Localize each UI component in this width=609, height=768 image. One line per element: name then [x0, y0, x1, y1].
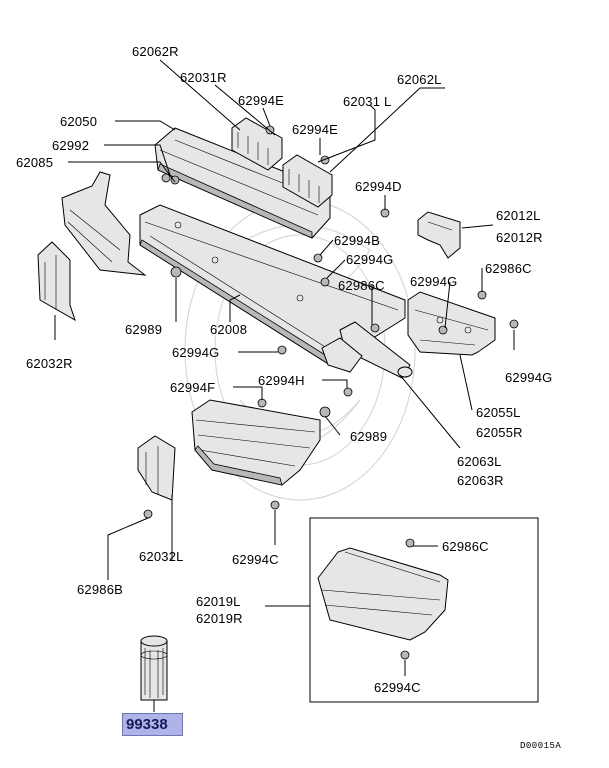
label-62994G-a: 62994G — [346, 252, 394, 267]
inset-frame — [309, 517, 539, 703]
reinforcement-bar-62050 — [154, 127, 331, 239]
touch-up-paint-99338 — [140, 635, 168, 701]
corner-piece-62032L — [137, 435, 176, 501]
label-62062R: 62062R — [132, 44, 179, 59]
label-62994H: 62994H — [258, 373, 305, 388]
label-62050: 62050 — [60, 114, 98, 129]
label-62055L: 62055L — [476, 405, 521, 420]
label-62085: 62085 — [16, 155, 54, 170]
bumper-face — [191, 399, 321, 486]
label-62032L: 62032L — [139, 549, 184, 564]
label-62019L: 62019L — [196, 594, 241, 609]
label-62063R: 62063R — [457, 473, 504, 488]
corner-piece-62032R — [37, 241, 76, 322]
label-62063L: 62063L — [457, 454, 502, 469]
label-62994G-c: 62994G — [172, 345, 220, 360]
label-62019R: 62019R — [196, 611, 243, 626]
bumper-62019 — [317, 538, 449, 660]
bumper-beam-62008 — [139, 204, 406, 366]
part-number-99338-link[interactable]: 99338 — [122, 713, 183, 736]
label-62031L: 62031 L — [343, 94, 392, 109]
label-62031R: 62031R — [180, 70, 227, 85]
bracket-62012 — [417, 211, 461, 259]
label-62986C-a: 62986C — [485, 261, 532, 276]
diagram-code: D00015A — [520, 741, 562, 751]
bracket-62031L — [282, 154, 333, 208]
stay-tube-62063 — [321, 321, 413, 379]
label-62986C-c: 62986C — [442, 539, 489, 554]
label-62012L: 62012L — [496, 208, 541, 223]
label-62989-a: 62989 — [125, 322, 163, 337]
label-62994E-a: 62994E — [238, 93, 285, 108]
label-62994B: 62994B — [334, 233, 381, 248]
leader-lines — [54, 59, 515, 712]
fasteners — [143, 125, 519, 519]
label-62994C-b: 62994C — [374, 680, 421, 695]
label-62989-b: 62989 — [350, 429, 388, 444]
label-62008: 62008 — [210, 322, 248, 337]
side-cover-62085 — [61, 171, 147, 276]
label-62062L: 62062L — [397, 72, 442, 87]
label-62012R: 62012R — [496, 230, 543, 245]
label-62994G-b: 62994G — [410, 274, 458, 289]
label-62994G-d: 62994G — [505, 370, 553, 385]
label-62994D: 62994D — [355, 179, 402, 194]
label-62992: 62992 — [52, 138, 90, 153]
bracket-62055 — [407, 291, 496, 356]
label-62032R: 62032R — [26, 356, 73, 371]
label-62055R: 62055R — [476, 425, 523, 440]
label-62994E-b: 62994E — [292, 122, 339, 137]
label-62994C-a: 62994C — [232, 552, 279, 567]
bracket-62031R — [231, 117, 283, 171]
label-62986B: 62986B — [77, 582, 124, 597]
label-62994F: 62994F — [170, 380, 216, 395]
label-62986C-b: 62986C — [338, 278, 385, 293]
